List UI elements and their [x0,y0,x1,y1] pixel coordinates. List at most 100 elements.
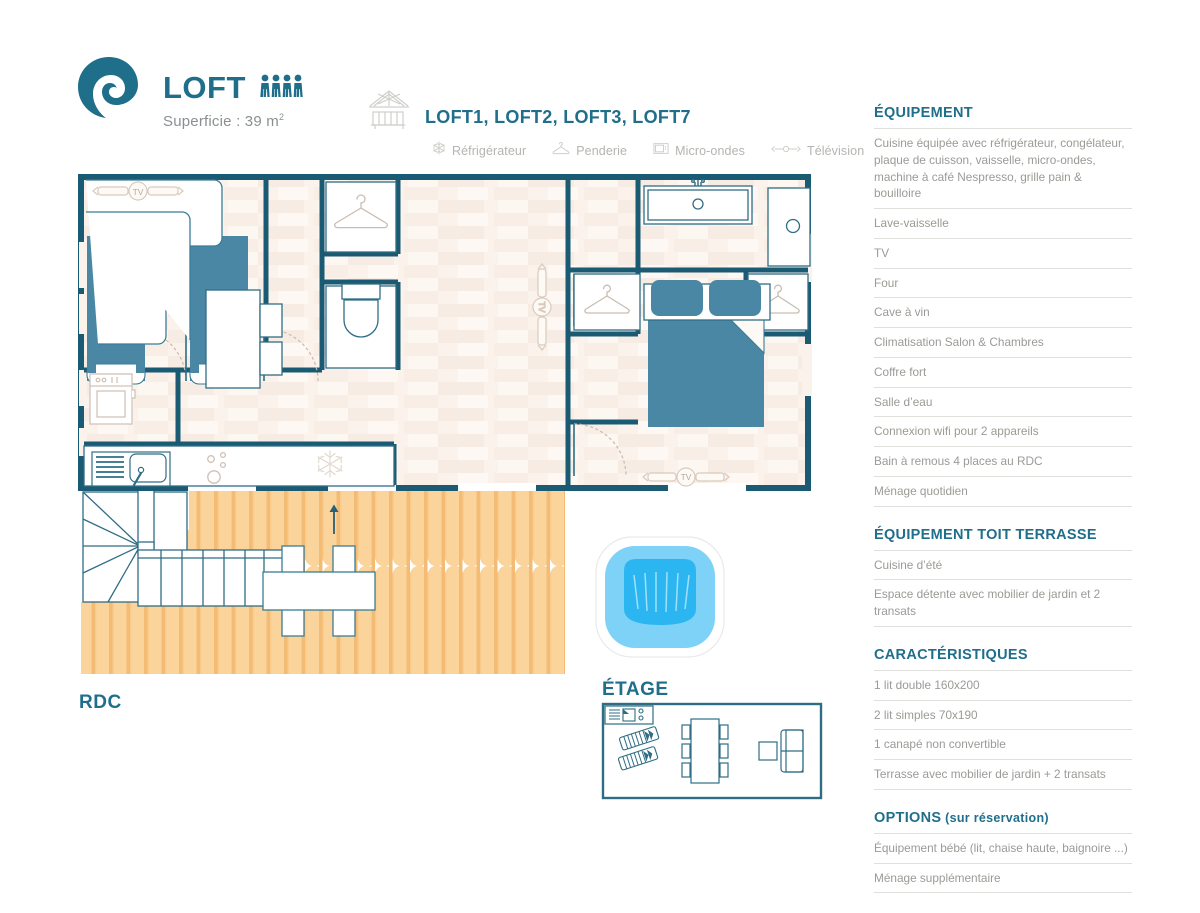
specs-panel: ÉQUIPEMENT Cuisine équipée avec réfrigér… [874,105,1132,913]
television-icon [771,142,801,160]
spec-row: Cuisine d’été [874,549,1132,581]
legend-label: Télévision [806,143,865,158]
tv-marker-living: TV [92,181,184,201]
outdoor-dining-table [262,545,376,637]
wc-area [325,283,397,369]
hanger-icon [334,194,388,229]
hanger-wardrobe-icon [552,141,570,160]
cooktop-burners [207,451,227,484]
spec-row: 2 lit simples 70x190 [874,701,1132,731]
sun-lounger-2 [617,746,659,771]
spec-row: Ménage quotidien [874,477,1132,507]
lounge-area [758,729,804,773]
legend-micro-ondes: Micro-ondes [653,142,745,160]
spec-row: TV [874,239,1132,269]
section-title: OPTIONS (sur réservation) [874,810,1132,826]
section-equipement: ÉQUIPEMENT Cuisine équipée avec réfrigér… [874,105,1132,507]
pillow [709,280,761,316]
spiral-wave-logo [76,55,142,121]
spec-row: Coffre fort [874,358,1132,388]
section-title: CARACTÉRISTIQUES [874,646,1028,663]
tv-marker-bedroom: TV [642,467,730,487]
title-block: LOFT Superficie : 39 m2 [163,70,306,130]
chair [259,341,283,376]
dining-table-6-seats [681,718,729,784]
page-title: LOFT [163,70,246,105]
spec-row: 1 canapé non convertible [874,730,1132,760]
etage-label: ÉTAGE [602,679,669,700]
hot-tub-jets [633,571,690,613]
legend-label: Réfrigérateur [452,143,527,158]
hanger-icon [584,284,630,314]
hot-tub-water [624,559,696,625]
dining-table-indoor [205,289,283,389]
sun-lounger-1 [618,726,660,751]
up-arrow [329,504,339,534]
penderie-closet [325,181,397,253]
kitchen-oven [89,373,136,425]
double-bed [643,280,771,427]
spec-row: Lave-vaisselle [874,209,1132,239]
svg-text:TV: TV [681,472,692,482]
outdoor-chair [281,545,305,575]
section-title-sub: (sur réservation) [941,810,1049,825]
sofa-l-shape [86,179,223,345]
section-title-main: OPTIONS [874,809,942,826]
outdoor-chair [281,607,305,637]
svg-text:TV: TV [537,302,547,313]
staircase [82,489,284,607]
chair [719,724,729,740]
spec-row: Équipement bébé (lit, chaise haute, baig… [874,832,1132,864]
vanity-sink [643,179,753,225]
section-title: ÉQUIPEMENT [874,105,973,121]
outdoor-chair [332,545,356,575]
snowflake-refrigerator-icon [432,141,446,160]
spec-row: Cuisine équipée avec réfrigérateur, cong… [874,128,1132,209]
chambre-double [573,273,809,427]
refrigerator-icon [317,450,343,478]
chair [681,743,691,759]
spec-row: Connexion wifi pour 2 appareils [874,417,1132,447]
spec-row: Salle d’eau [874,388,1132,418]
chair [719,743,729,759]
rdc-label: RDC [79,692,122,713]
surface-area-exponent: 2 [278,112,285,122]
shower [767,187,811,267]
legend-refrigerateur: Réfrigérateur [432,141,526,160]
surface-area-text: Superficie : 39 m [163,113,279,130]
pillow [651,280,703,316]
bathroom-area [643,179,811,267]
spec-row: Bain à remous 4 places au RDC [874,447,1132,477]
pergola-terrace-icon [366,88,412,132]
interior-walls [84,180,808,485]
etage-floorplan [601,702,823,805]
chair [719,762,729,778]
rdc-floorplan: TV TV TV [78,174,818,686]
side-table [758,741,778,761]
summer-kitchen [604,705,654,725]
chair [681,724,691,740]
legend-label: Penderie [576,143,628,158]
legend-penderie: Penderie [552,141,628,160]
unit-codes: LOFT1, LOFT2, LOFT3, LOFT7 [425,107,691,127]
floorplan-document: LOFT Superficie : 39 m2 [76,55,1132,894]
legend-label: Micro-ondes [675,143,745,158]
spec-row: 1 lit double 160x200 [874,669,1132,701]
spec-row: Four [874,269,1132,299]
section-title: ÉQUIPEMENT TOIT TERRASSE [874,526,1097,543]
kitchen [83,373,395,487]
section-caracteristiques: CARACTÉRISTIQUES 1 lit double 160x200 2 … [874,647,1132,790]
chair [681,762,691,778]
legend-row: Réfrigérateur Penderie [432,141,864,160]
section-equipement-toit-terrasse: ÉQUIPEMENT TOIT TERRASSE Cuisine d’été E… [874,527,1132,627]
tv-marker-hall: TV [532,263,552,351]
toilet-icon [341,283,381,338]
spec-row: Ménage supplémentaire [874,864,1132,894]
four-people-icon [260,73,306,104]
svg-text:TV: TV [133,187,144,197]
outdoor-chair [332,607,356,637]
wardrobe-left [573,273,641,331]
kitchen-sink [91,451,171,487]
spec-row: Espace détente avec mobilier de jardin e… [874,580,1132,627]
hot-tub [592,533,732,670]
